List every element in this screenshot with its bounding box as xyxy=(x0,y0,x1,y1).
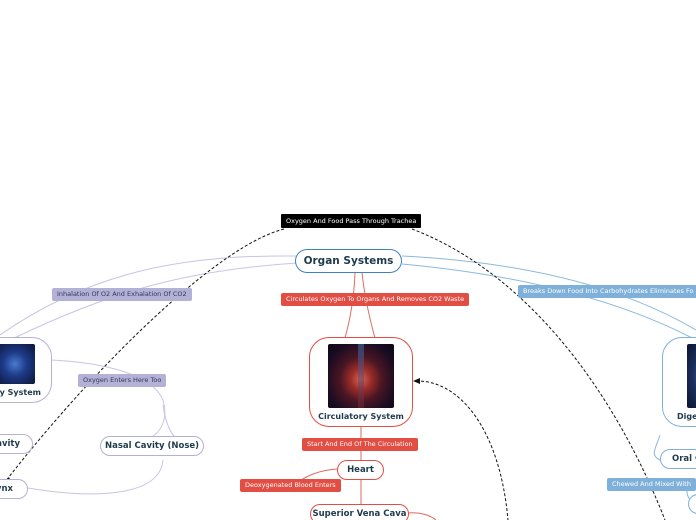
node-oral-cavity-left[interactable]: avity xyxy=(0,434,33,454)
note-start-end-circulation[interactable]: Start And End Of The Circulation xyxy=(302,438,418,451)
circulatory-system-label: Circulatory System xyxy=(318,412,404,421)
dashed-trachea-right xyxy=(411,228,666,520)
node-nasal-cavity[interactable]: Nasal Cavity (Nose) xyxy=(100,436,204,456)
node-respiratory-system[interactable]: ry System xyxy=(0,337,52,403)
digestive-system-label: Diges xyxy=(677,412,696,421)
note-trachea[interactable]: Oxygen And Food Pass Through Trachea xyxy=(281,214,422,228)
link-root-center-b xyxy=(361,272,376,339)
link-root-left-a xyxy=(0,255,298,336)
node-superior-vena-cava[interactable]: Superior Vena Cava xyxy=(310,504,409,520)
dashed-circ-loop xyxy=(415,380,509,520)
relation-digestive[interactable]: Breaks Down Food Into Carbohydrates Elim… xyxy=(518,285,696,298)
note-deoxygenated-blood[interactable]: Deoxygenated Blood Enters xyxy=(240,479,341,492)
arrow-head-circ xyxy=(413,378,420,384)
root-node-organ-systems[interactable]: Organ Systems xyxy=(295,249,402,273)
relation-respiratory[interactable]: Inhalation Of O2 And Exhalation Of CO2 xyxy=(52,288,192,301)
relation-circulatory[interactable]: Circulates Oxygen To Organs And Removes … xyxy=(281,293,470,306)
node-heart[interactable]: Heart xyxy=(337,460,384,480)
node-pharynx[interactable]: ynx xyxy=(0,479,28,499)
note-oxygen-enters[interactable]: Oxygen Enters Here Too xyxy=(78,374,167,387)
link-resp-oxygen xyxy=(51,359,166,441)
link-dig-oral xyxy=(653,434,661,461)
dashed-trachea-left xyxy=(4,228,285,483)
link-root-center-a xyxy=(344,272,356,339)
heart-anatomy-image xyxy=(328,344,394,408)
respiratory-system-label: ry System xyxy=(0,388,41,397)
digestive-anatomy-image xyxy=(687,344,696,408)
node-digestive-system[interactable]: Diges xyxy=(662,337,696,427)
link-vena-right xyxy=(407,512,437,520)
link-root-left-b xyxy=(0,262,298,346)
lungs-anatomy-image xyxy=(0,344,35,384)
link-root-right-a xyxy=(401,255,696,331)
node-oral-cavity-right[interactable]: Oral C xyxy=(660,449,696,469)
node-circulatory-system[interactable]: Circulatory System xyxy=(309,337,413,427)
link-resp-pharynx xyxy=(27,459,164,495)
note-chewed-mixed[interactable]: Chewed And Mixed With xyxy=(607,478,696,491)
